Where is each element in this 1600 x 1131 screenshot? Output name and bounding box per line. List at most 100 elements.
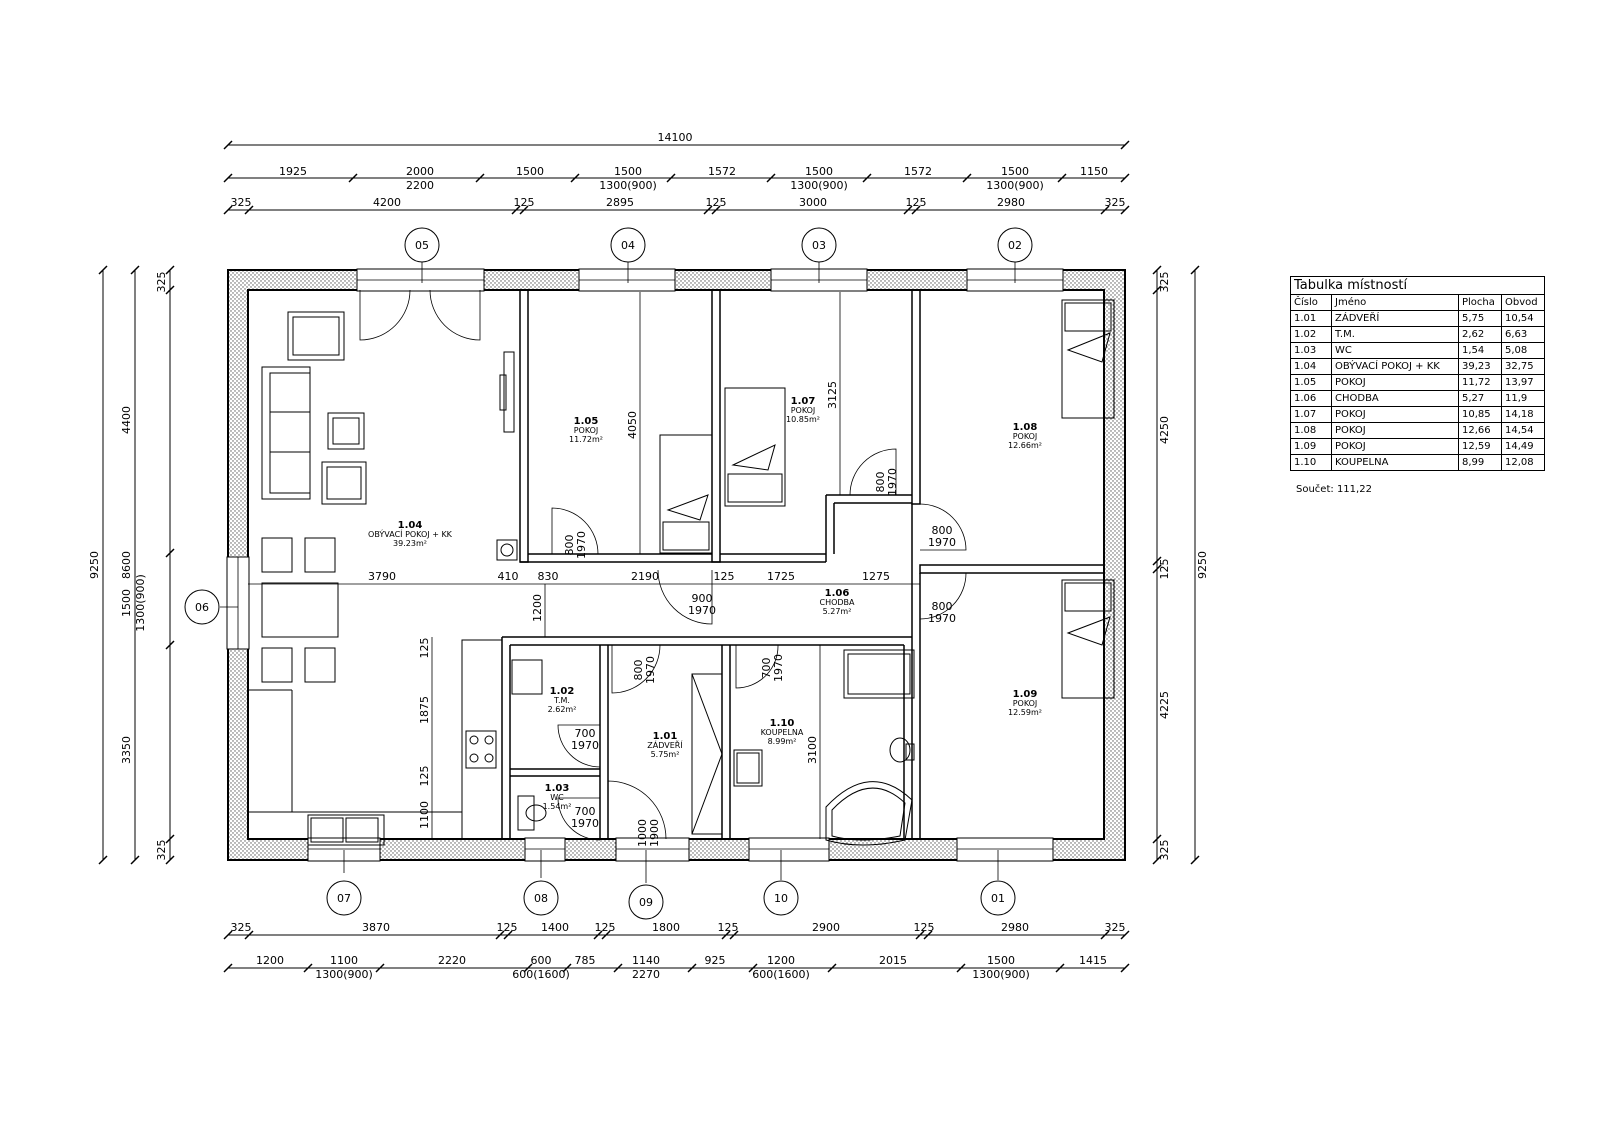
dim-interior: 1275 bbox=[862, 570, 890, 583]
dim-top-r2: 325 bbox=[231, 196, 252, 209]
dim-bottom-r2: 600 bbox=[531, 954, 552, 967]
dim-top-r1: 2000 bbox=[406, 165, 434, 178]
room-1-08: 1.08 POKOJ 12.66m² bbox=[1008, 422, 1042, 450]
room-number: 1.02 bbox=[550, 686, 575, 697]
room-name: KOUPELNA bbox=[761, 728, 804, 737]
door-dim: 700 bbox=[575, 727, 596, 740]
dim-right-part: 4225 bbox=[1158, 691, 1171, 719]
dim-right-part: 4250 bbox=[1158, 416, 1171, 444]
room-1-01: 1.01 ZÁDVEŘÍ 5.75m² bbox=[647, 731, 683, 759]
dim-interior: 1725 bbox=[767, 570, 795, 583]
room-labels: 1.04 OBÝVACÍ POKOJ + KK 39.23m² 1.05 POK… bbox=[368, 396, 1042, 811]
room-table-cell: 1.07 bbox=[1290, 406, 1332, 423]
room-1-07: 1.07 POKOJ 10.85m² bbox=[786, 396, 820, 424]
axis-label-09: 09 bbox=[639, 896, 653, 909]
door-dim: 1970 bbox=[928, 612, 956, 625]
door-dim: 1970 bbox=[644, 656, 657, 684]
room-area: 12.59m² bbox=[1008, 708, 1042, 717]
side-dimension-labels: 9250 8600 325 4400 1500 1300(900) 3350 3… bbox=[88, 272, 1209, 861]
dim-bottom-r1: 1800 bbox=[652, 921, 680, 934]
dim-bottom-r2-sub: 600(1600) bbox=[512, 968, 570, 981]
dim-bottom-r2: 785 bbox=[575, 954, 596, 967]
dim-bottom-r2: 1500 bbox=[987, 954, 1015, 967]
dim-left-part: 325 bbox=[155, 272, 168, 293]
dim-top-r1: 1500 bbox=[805, 165, 833, 178]
room-area: 10.85m² bbox=[786, 415, 820, 424]
dim-bottom-r1: 1400 bbox=[541, 921, 569, 934]
room-table-cell: CHODBA bbox=[1331, 390, 1459, 407]
dim-bottom-r1: 125 bbox=[497, 921, 518, 934]
dim-interior: 3100 bbox=[806, 736, 819, 764]
dim-top-r1-sub: 1300(900) bbox=[986, 179, 1044, 192]
room-table-cell: 1.04 bbox=[1290, 358, 1332, 375]
dim-interior: 830 bbox=[538, 570, 559, 583]
room-area: 39.23m² bbox=[393, 539, 427, 548]
room-table-cell: 1.05 bbox=[1290, 374, 1332, 391]
axis-marker-09 bbox=[628, 884, 664, 920]
dim-left-mid: 8600 bbox=[120, 551, 133, 579]
dim-interior: 410 bbox=[498, 570, 519, 583]
door-dim: 1900 bbox=[648, 819, 661, 847]
room-1-02: 1.02 T.M. 2.62m² bbox=[548, 686, 577, 714]
room-name: POKOJ bbox=[1013, 432, 1038, 441]
room-name: OBÝVACÍ POKOJ + KK bbox=[368, 528, 453, 539]
room-table-header: Jméno bbox=[1331, 294, 1459, 311]
room-number: 1.04 bbox=[398, 520, 423, 531]
dim-top-r2: 4200 bbox=[373, 196, 401, 209]
bottom-dimensions bbox=[223, 930, 1130, 973]
room-table-cell: 6,63 bbox=[1501, 326, 1545, 343]
door-dim: 900 bbox=[692, 592, 713, 605]
door-dim: 1970 bbox=[886, 468, 899, 496]
axis-label-08: 08 bbox=[534, 892, 548, 905]
room-table-cell: 32,75 bbox=[1501, 358, 1545, 375]
dim-bottom-r1: 3870 bbox=[362, 921, 390, 934]
room-number: 1.05 bbox=[574, 416, 599, 427]
door-dim: 1000 bbox=[636, 819, 649, 847]
room-table-cell: KOUPELNA bbox=[1331, 454, 1459, 471]
dim-interior: 125 bbox=[418, 766, 431, 787]
room-table-cell: 14,54 bbox=[1501, 422, 1545, 439]
dim-top-r1: 1925 bbox=[279, 165, 307, 178]
dim-interior: 1200 bbox=[531, 594, 544, 622]
interior-dimensions bbox=[248, 292, 920, 839]
dim-interior: 125 bbox=[714, 570, 735, 583]
room-area: 8.99m² bbox=[768, 737, 797, 746]
interior-dimension-labels: 3790 410 830 2190 125 1725 1275 4050 312… bbox=[368, 381, 890, 829]
right-dimensions bbox=[1152, 265, 1200, 865]
axis-label-07: 07 bbox=[337, 892, 351, 905]
door-dim: 700 bbox=[760, 658, 773, 679]
dim-top-r1: 1572 bbox=[904, 165, 932, 178]
room-table-cell: POKOJ bbox=[1331, 438, 1459, 455]
door-dim: 800 bbox=[932, 600, 953, 613]
room-1-05: 1.05 POKOJ 11.72m² bbox=[569, 416, 603, 444]
room-name: POKOJ bbox=[1013, 699, 1038, 708]
axis-markers: 05 04 03 02 06 07 08 09 10 01 bbox=[184, 227, 1033, 920]
dim-top-r2: 325 bbox=[1105, 196, 1126, 209]
door-dim: 800 bbox=[874, 472, 887, 493]
dim-interior: 3125 bbox=[826, 381, 839, 409]
room-table-header: Plocha bbox=[1458, 294, 1502, 311]
dim-interior: 2190 bbox=[631, 570, 659, 583]
dim-interior: 1100 bbox=[418, 801, 431, 829]
axis-label-06: 06 bbox=[195, 601, 209, 614]
room-table-sum: Součet: 111,22 bbox=[1296, 484, 1372, 495]
dim-bottom-r2-sub: 1300(900) bbox=[972, 968, 1030, 981]
top-dimensions bbox=[223, 140, 1130, 215]
dim-top-r2: 2895 bbox=[606, 196, 634, 209]
axis-label-02: 02 bbox=[1008, 239, 1022, 252]
room-table-cell: 12,08 bbox=[1501, 454, 1545, 471]
dim-interior: 4050 bbox=[626, 411, 639, 439]
room-table-cell: 1,54 bbox=[1458, 342, 1502, 359]
axis-label-04: 04 bbox=[621, 239, 635, 252]
room-table-header-row: Číslo Jméno Plocha Obvod bbox=[1290, 294, 1545, 311]
dim-top-r2: 2980 bbox=[997, 196, 1025, 209]
dim-bottom-r2: 925 bbox=[705, 954, 726, 967]
room-name: POKOJ bbox=[791, 406, 816, 415]
room-table-cell: 2,62 bbox=[1458, 326, 1502, 343]
dim-right-part: 125 bbox=[1158, 559, 1171, 580]
